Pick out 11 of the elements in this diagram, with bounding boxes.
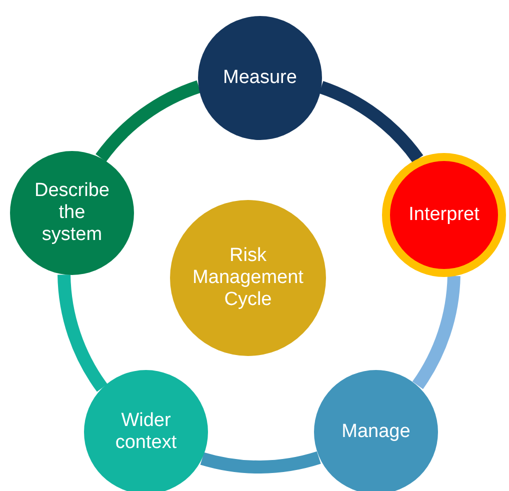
arc-connector — [96, 80, 202, 162]
stage-label: Manage — [340, 421, 412, 443]
stage-label: Interpret — [408, 204, 480, 226]
arc-connector — [412, 275, 460, 389]
stage-label: Measure — [222, 67, 298, 89]
arc-connector — [200, 451, 320, 474]
arc-connector — [58, 274, 108, 392]
stage-label: Risk Management Cycle — [192, 245, 304, 311]
arc-connector — [318, 81, 423, 164]
stage-label: Wider context — [114, 410, 178, 454]
stage-label: Describe the system — [34, 180, 110, 246]
